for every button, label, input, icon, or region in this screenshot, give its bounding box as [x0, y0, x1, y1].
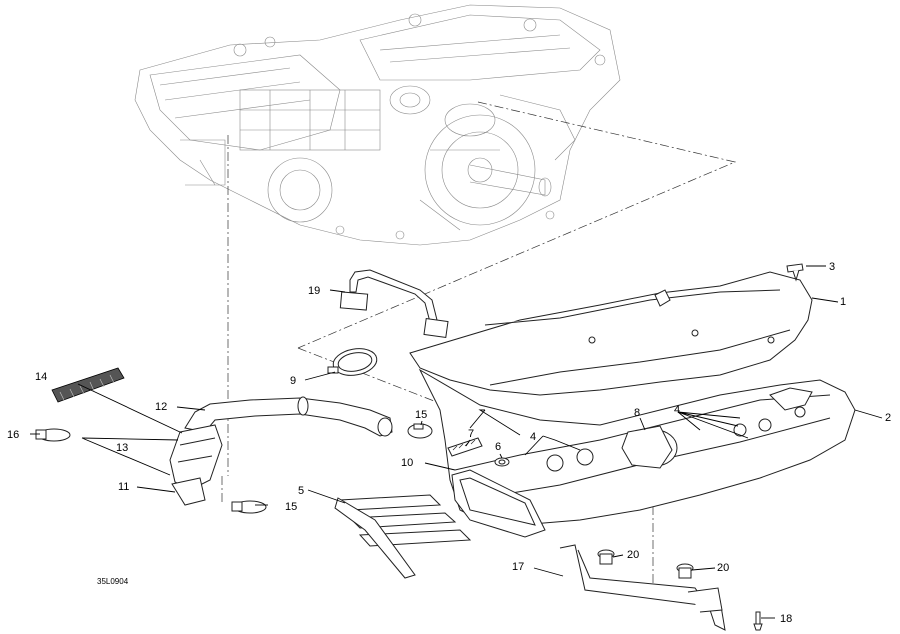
screws: [597, 263, 804, 631]
callout-13: 13: [116, 442, 128, 454]
callout-15-lower: 15: [285, 501, 297, 513]
spring: [447, 437, 483, 457]
handle-strap: [339, 269, 449, 339]
callout-8: 8: [634, 407, 640, 419]
callout-3: 3: [829, 261, 835, 273]
callout-10: 10: [401, 457, 413, 469]
callout-4-left: 4: [530, 431, 536, 443]
grommet: [494, 457, 510, 467]
intake-hose: [184, 396, 393, 437]
gauze-strip: [51, 367, 125, 403]
filter-frame: [451, 469, 546, 538]
callout-4-right: 4: [674, 404, 680, 416]
callout-20-left: 20: [627, 549, 639, 561]
callout-16: 16: [7, 429, 19, 441]
filter-element: [334, 494, 472, 579]
callout-6: 6: [495, 441, 501, 453]
clamp-ring: [327, 348, 378, 376]
air-box-cover: [409, 271, 813, 396]
callout-18: 18: [780, 613, 792, 625]
silencer-body: [169, 424, 223, 506]
intake-duct: [621, 425, 673, 469]
drawing-code: 35L0904: [97, 577, 129, 586]
callout-17: 17: [512, 561, 524, 573]
callout-1: 1: [840, 296, 846, 308]
callout-14: 14: [35, 371, 47, 383]
engine-illustration: [134, 4, 621, 246]
callout-5: 5: [298, 485, 304, 497]
callout-9: 9: [290, 375, 296, 387]
callout-11: 11: [118, 481, 129, 493]
callout-15-upper: 15: [415, 409, 427, 421]
mounting-bracket: [559, 544, 726, 631]
callout-7: 7: [468, 428, 474, 440]
callout-2: 2: [885, 412, 891, 424]
callout-19: 19: [308, 285, 320, 297]
callout-20-right: 20: [717, 562, 729, 574]
callout-12: 12: [155, 401, 167, 413]
callout-labels: 1 2 3 4 4 5 6 7 8 9 10 11 12 13 14 15 15…: [7, 261, 891, 625]
hose-clamps: [35, 423, 433, 514]
leader-lines: [30, 265, 883, 619]
